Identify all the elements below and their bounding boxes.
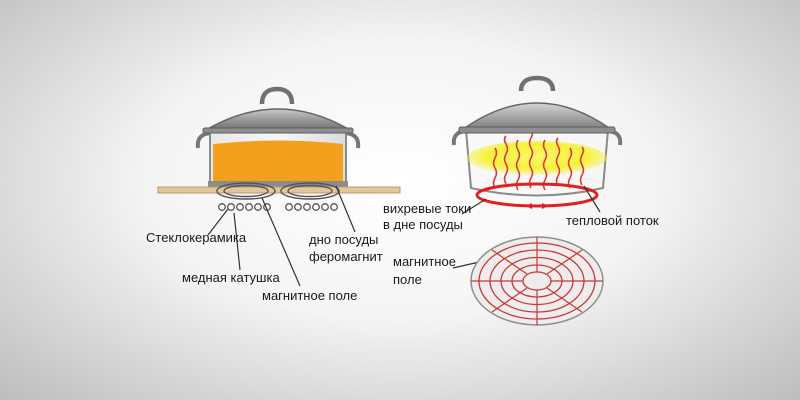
label-magnetic-field-left: магнитное поле xyxy=(262,288,357,303)
eddy-arrow-1 xyxy=(526,203,532,209)
heat-glow xyxy=(467,141,607,175)
glass-ceramic-plate xyxy=(157,186,401,194)
heat-flow-lines xyxy=(492,129,585,191)
lid-knob xyxy=(259,86,295,105)
left-magnetic-field-loops xyxy=(216,182,340,200)
eddy-arrow-2 xyxy=(542,203,548,209)
pot2-lid-knob xyxy=(518,75,556,92)
field-spokes xyxy=(471,237,603,325)
liquid-fill xyxy=(213,140,343,181)
label-pot-bottom-line2: феромагнит xyxy=(309,249,383,264)
label-eddy-line1: вихревые токи xyxy=(383,201,471,216)
label-glass-ceramic: Стеклокерамика xyxy=(146,230,247,245)
label-copper-coil: медная катушка xyxy=(182,270,280,285)
eddy-current-ring xyxy=(475,182,599,208)
label-pot-bottom-line1: дно посуды xyxy=(309,232,378,247)
label-magnetic-field-right-line1: магнитное xyxy=(393,254,456,269)
left-copper-coil xyxy=(218,203,338,211)
label-heat-flow: тепловой поток xyxy=(566,213,659,228)
pot2-lid-rim xyxy=(458,126,616,134)
magnetic-field-disc xyxy=(470,236,604,326)
left-pot xyxy=(195,86,361,189)
pot-bottom xyxy=(208,181,348,188)
pot2-lid xyxy=(459,102,615,131)
label-eddy-line2: в дне посуды xyxy=(383,217,463,232)
lid-rim xyxy=(202,127,354,134)
label-magnetic-field-right-line2: поле xyxy=(393,272,422,287)
right-pot xyxy=(451,75,623,209)
pot-lid xyxy=(203,108,353,131)
left-leader-lines xyxy=(207,185,356,287)
